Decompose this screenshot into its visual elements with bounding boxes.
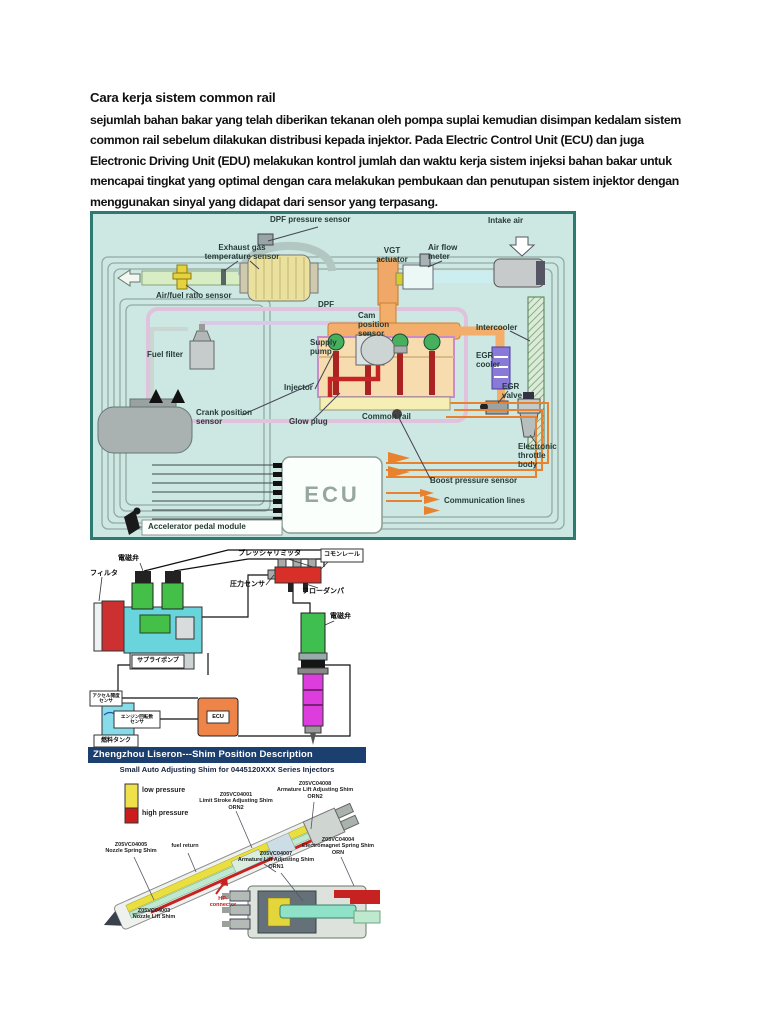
sensor-signal-wires [386,402,549,502]
label-common-rail: コモンレール [323,552,360,558]
figure-common-rail-system: DPF pressure sensor Intake air Exhaust g… [90,211,576,540]
accelerator-pedal-part [124,507,283,536]
label-armature-lift-shim-top: Z05VC04008 Armature Lift Adjusting Shim … [276,781,354,800]
high-pressure-fuel-line [327,361,381,397]
fuel-filter-part [189,324,215,370]
section-subtitle: Small Auto Adjusting Shim for 0445120XXX… [119,765,335,774]
shim-position-drawing [103,783,381,939]
legend-low-pressure-swatch [124,783,139,809]
label-pressure-sensor: 圧力センサ [230,581,265,588]
fuel-tank-part [97,389,193,454]
page-title: Cara kerja sistem common rail [90,90,276,105]
label-fuel-return: fuel return [171,843,199,849]
supply-pump-drawing [89,548,364,747]
label-electronic-throttle-body: Electronic throttle body [518,442,557,469]
label-dpf: DPF [318,300,334,309]
common-rail-system-drawing [90,211,576,540]
injector-part [297,612,329,745]
label-dpf-pressure-sensor: DPF pressure sensor [270,215,351,224]
label-air-fuel-ratio-sensor: Air/fuel ratio sensor [156,291,232,300]
label-nozzle-spring-shim: Z05VC04005 Nozzle Spring Shim [105,842,157,855]
label-egr-cooler: EGR cooler [476,351,501,369]
injector-cutaway [103,802,360,930]
leader-lines [140,226,537,528]
section-banner: Zhengzhou Liseron---Shim Position Descri… [88,747,366,763]
label-fuel-tank: 燃料タンク [100,738,131,744]
label-injector: Injector [284,383,313,392]
label-nozzle-lift-shim: Z05VC04003 Nozzle Lift Shim [132,908,176,921]
label-communication-lines: Communication lines [444,496,525,505]
leader-lines [131,801,355,915]
label-limit-stroke-shim: Z05VC04001 Limit Stroke Adjusting Shim O… [199,792,273,811]
figure-shim-positions: low pressure high pressure Z05VC04001 Li… [98,780,383,950]
supply-pump-part [355,334,408,366]
hp-connector-arrow [215,877,228,895]
label-filter: フィルタ [90,570,118,577]
ecu-box [152,456,383,534]
label-supply-pump: サプライポンプ [137,658,179,664]
label-flow-damper: フローダンパ [302,588,344,595]
label-exhaust-gas-temperature-sensor: Exhaust gas temperature sensor [204,243,280,261]
signal-arrows [388,452,440,515]
label-high-pressure: high pressure [142,810,189,817]
leader-lines [98,558,335,626]
label-armature-lift-shim-mid: Z05VC04007 Armature Lift Adjusting Shim … [237,851,315,870]
label-air-flow-meter: Air flow meter [428,243,458,261]
label-fuel-filter: Fuel filter [147,350,184,359]
label-accel-input: アクセル開度 センサ [92,693,120,704]
label-cam-position-sensor: Cam position sensor [358,311,390,338]
label-accelerator-pedal-module: Accelerator pedal module [148,522,246,531]
body-paragraph: sejumlah bahan bakar yang telah diberika… [90,113,681,209]
injection-pump-part [93,571,203,670]
fuel-return-pipe [146,307,468,423]
label-boost-pressure-sensor: Boost pressure sensor [430,476,518,485]
label-pressure-limiter: プレッシャリミッタ [238,550,301,557]
dpf-assembly [237,233,336,302]
label-common-rail: Common rail [362,412,411,421]
boost-pressure-sensor-part [392,409,402,419]
label-hp-connector: HP- connector [209,896,237,909]
label-low-pressure: low pressure [142,787,186,794]
label-vgt-actuator: VGT actuator [376,246,408,264]
label-supply-pump: Supply pump [310,338,337,356]
label-crank-position-sensor: Crank position sensor [196,408,253,426]
solenoid-cross-section [222,885,381,939]
label-solenoid-valve-injector: 電磁弁 [330,613,351,620]
label-intake-air: Intake air [488,216,524,225]
common-rail-part [267,548,364,592]
label-engine-speed-input: エンジン回転数 センサ [120,714,154,725]
label-egr-valve: EGR valve [502,382,523,400]
legend-high-pressure-swatch [124,807,139,824]
intake-assembly [402,236,545,290]
pipes-and-wires [117,549,351,737]
ecu-text: ECU [304,482,360,507]
label-solenoid-valve-top: 電磁弁 [118,555,139,562]
label-driver-unit: ECU [212,714,224,720]
figure-supply-pump-system: 電磁弁 フィルタ プレッシャリミッタ コモンレール 圧力センサ フローダンパ 電… [88,545,366,747]
label-glow-plug: Glow plug [289,417,328,426]
label-intercooler: Intercooler [476,323,518,332]
egr-cooler-part [491,346,511,390]
driver-unit-box [89,690,239,737]
label-electromagnet-spring-shim: Z05VC04004 Electromagnet Spring Shim ORN [301,837,375,856]
